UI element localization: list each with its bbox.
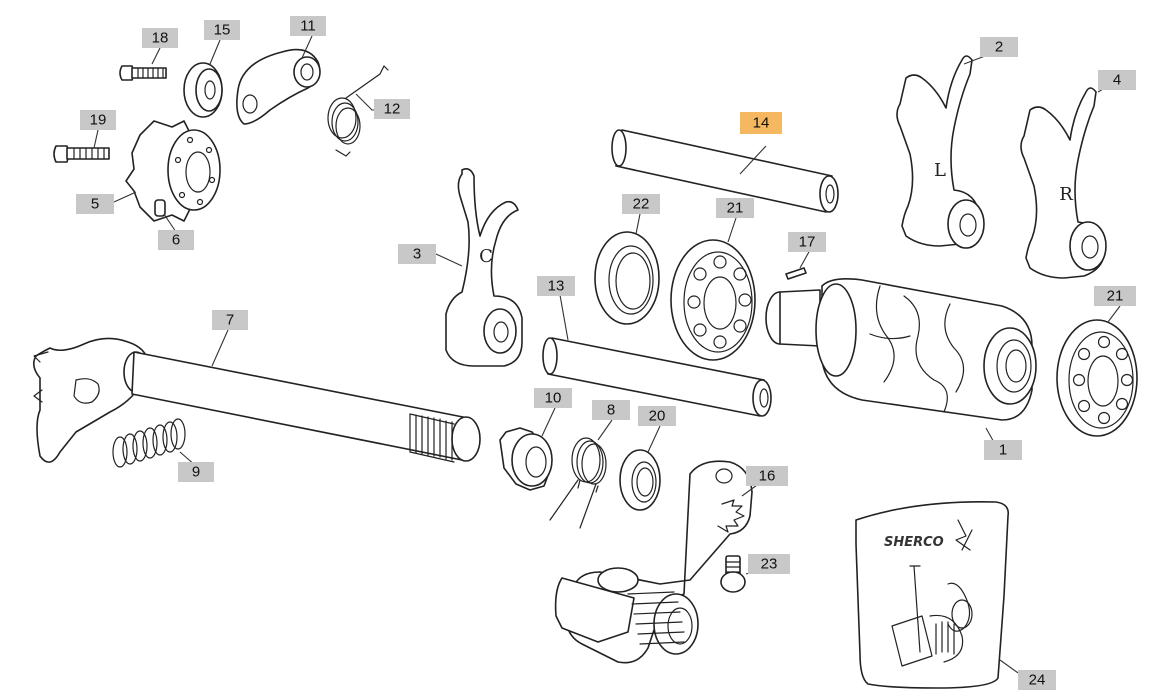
callout-8[interactable]: 8: [592, 400, 630, 420]
svg-text:23: 23: [761, 556, 778, 573]
part-kit-bag-24[interactable]: SHERCO: [855, 501, 1010, 689]
svg-text:6: 6: [172, 232, 180, 249]
callout-4[interactable]: 4: [1098, 70, 1136, 90]
callout-24[interactable]: 24: [1018, 670, 1056, 690]
callout-15[interactable]: 15: [204, 20, 240, 40]
callout-11[interactable]: 11: [290, 16, 326, 36]
callout-3[interactable]: 3: [398, 244, 436, 264]
callout-21a[interactable]: 21: [716, 198, 754, 218]
part-shift-drum-1[interactable]: [765, 278, 1037, 421]
bag-logo-text: SHERCO: [884, 535, 944, 550]
fork-letter-l: L: [934, 160, 946, 181]
part-fork-shaft-13[interactable]: [542, 337, 772, 417]
fork-letter-c: C: [479, 246, 493, 267]
part-collar-15[interactable]: [183, 62, 223, 118]
fork-letter-r: R: [1059, 184, 1073, 205]
callout-6[interactable]: 6: [158, 230, 194, 250]
svg-text:21: 21: [1107, 288, 1124, 305]
svg-text:1: 1: [999, 442, 1007, 459]
part-collar-10[interactable]: [499, 427, 553, 491]
svg-text:17: 17: [799, 234, 816, 251]
part-bolt-18[interactable]: [119, 65, 167, 81]
part-spring-12[interactable]: [327, 65, 389, 157]
callout-18[interactable]: 18: [142, 28, 178, 48]
svg-text:21: 21: [727, 200, 744, 217]
callout-2[interactable]: 2: [980, 37, 1018, 57]
svg-text:10: 10: [545, 390, 562, 407]
callout-5[interactable]: 5: [76, 194, 114, 214]
part-spring-8[interactable]: [549, 437, 607, 529]
callout-labels: 18 15 11 12 19 5 6 7: [76, 16, 1136, 690]
callout-12[interactable]: 12: [374, 99, 410, 119]
part-spring-9[interactable]: [112, 418, 186, 468]
callout-17[interactable]: 17: [788, 232, 826, 252]
svg-text:13: 13: [548, 278, 565, 295]
part-oil-seal-22[interactable]: [594, 231, 660, 325]
part-pin-17[interactable]: [785, 267, 807, 280]
callout-16[interactable]: 16: [746, 466, 788, 486]
callout-22[interactable]: 22: [622, 194, 660, 214]
part-seal-20[interactable]: [619, 449, 661, 511]
part-stopper-lever-11[interactable]: [236, 48, 321, 125]
callout-1[interactable]: 1: [984, 440, 1022, 460]
svg-text:3: 3: [413, 246, 421, 263]
svg-text:5: 5: [91, 196, 99, 213]
svg-text:4: 4: [1113, 72, 1121, 89]
callout-23[interactable]: 23: [748, 554, 790, 574]
svg-text:16: 16: [759, 468, 776, 485]
svg-text:18: 18: [152, 30, 169, 47]
svg-text:11: 11: [300, 18, 316, 35]
part-bolt-19[interactable]: [53, 145, 110, 163]
callout-7[interactable]: 7: [212, 310, 248, 330]
callout-10[interactable]: 10: [534, 388, 572, 408]
part-shift-fork-2[interactable]: L: [896, 55, 985, 249]
part-shift-star-5[interactable]: [125, 120, 221, 222]
part-bearing-21b[interactable]: [1056, 319, 1138, 437]
svg-text:20: 20: [649, 408, 666, 425]
part-shift-lever-16[interactable]: [554, 460, 753, 664]
svg-text:9: 9: [192, 464, 200, 481]
part-screw-23[interactable]: [720, 555, 746, 593]
part-pin-6[interactable]: [154, 199, 166, 217]
svg-text:24: 24: [1029, 672, 1046, 689]
svg-text:22: 22: [633, 196, 650, 213]
svg-text:7: 7: [226, 312, 234, 329]
callout-13[interactable]: 13: [537, 276, 575, 296]
svg-text:19: 19: [90, 112, 107, 129]
part-shift-fork-4[interactable]: R: [1020, 87, 1107, 279]
part-shift-fork-3[interactable]: C: [445, 168, 523, 367]
callout-19[interactable]: 19: [80, 110, 116, 130]
part-fork-shaft-14[interactable]: [611, 129, 839, 213]
part-bearing-21a[interactable]: [670, 239, 756, 361]
svg-text:15: 15: [214, 22, 231, 39]
callout-14[interactable]: 14: [740, 112, 782, 134]
svg-text:12: 12: [384, 101, 401, 118]
callout-20[interactable]: 20: [638, 406, 676, 426]
part-shift-shaft-7[interactable]: [32, 337, 481, 463]
svg-text:14: 14: [753, 115, 770, 132]
svg-text:2: 2: [995, 39, 1003, 56]
svg-text:8: 8: [607, 402, 615, 419]
callout-21b[interactable]: 21: [1094, 286, 1136, 306]
callout-9[interactable]: 9: [178, 462, 214, 482]
